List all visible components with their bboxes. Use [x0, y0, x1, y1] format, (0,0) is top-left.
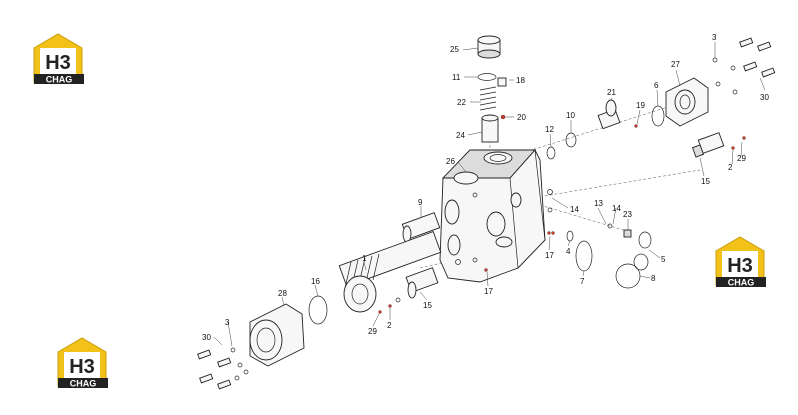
label-16: 16	[311, 277, 320, 286]
label-27: 27	[671, 60, 680, 69]
label-20: 20	[517, 113, 526, 122]
label-4: 4	[566, 247, 571, 256]
logo-caption: CHAG	[70, 379, 97, 389]
logo-badge-text: H3	[69, 356, 95, 378]
logo-caption: CHAG	[728, 278, 755, 288]
brand-logo-right: H3 CHAG	[715, 236, 766, 288]
label-8: 8	[651, 274, 656, 283]
label-15: 15	[701, 177, 710, 186]
label-30-lower: 30	[202, 333, 211, 342]
right-lower-components	[484, 132, 746, 289]
top-cap-assembly	[477, 35, 507, 143]
brand-logo-top-left: H3 CHAG	[33, 33, 84, 85]
label-26: 26	[446, 157, 455, 166]
logo-caption: CHAG	[46, 75, 73, 85]
label-3: 3	[712, 33, 717, 42]
label-29: 29	[737, 154, 746, 163]
label-25: 25	[450, 45, 459, 54]
lower-end-cap	[197, 303, 305, 390]
label-24: 24	[456, 131, 465, 140]
leader-lines	[213, 42, 766, 347]
label-29-lower: 29	[368, 327, 377, 336]
right-upper-components	[546, 37, 776, 160]
part-labels: 25 11 18 22 20 24 26 21 10 12 19 6 27 3 …	[202, 33, 769, 342]
label-15-lower: 15	[423, 301, 432, 310]
label-1: 1	[362, 254, 367, 263]
logo-badge-text: H3	[727, 255, 753, 277]
label-12: 12	[545, 125, 554, 134]
logo-badge-text: H3	[45, 52, 71, 74]
left-spool-assembly	[308, 212, 442, 325]
label-30: 30	[760, 93, 769, 102]
label-23: 23	[623, 210, 632, 219]
label-6: 6	[654, 81, 659, 90]
label-5: 5	[661, 255, 666, 264]
label-19: 19	[636, 101, 645, 110]
label-2-lower: 2	[387, 321, 392, 330]
label-17: 17	[484, 287, 493, 296]
label-10: 10	[566, 111, 575, 120]
label-28: 28	[278, 289, 287, 298]
label-7: 7	[580, 277, 585, 286]
label-21: 21	[607, 88, 616, 97]
valve-body	[439, 149, 546, 283]
brand-logo-bottom-left: H3 CHAG	[57, 337, 108, 389]
label-13: 13	[594, 199, 603, 208]
label-22: 22	[457, 98, 466, 107]
label-18: 18	[516, 76, 525, 85]
label-14-right: 14	[612, 204, 621, 213]
label-2: 2	[728, 163, 733, 172]
label-9: 9	[418, 198, 423, 207]
label-3-lower: 3	[225, 318, 230, 327]
label-14: 14	[570, 205, 579, 214]
label-11: 11	[452, 73, 461, 82]
label-17-right: 17	[545, 251, 554, 260]
